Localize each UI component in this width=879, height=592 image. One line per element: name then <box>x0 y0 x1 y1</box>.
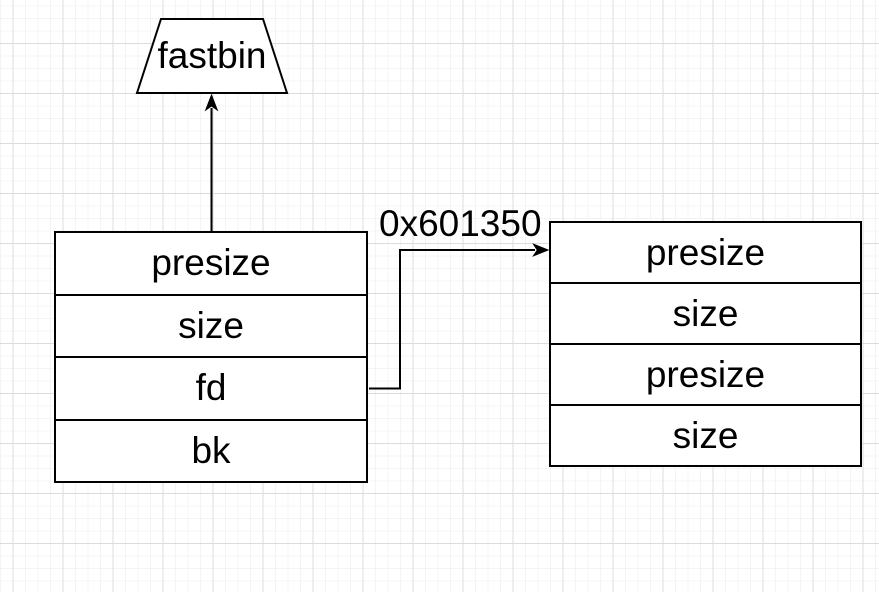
fastbin-label: fastbin <box>157 35 267 76</box>
chunk-row-bk[interactable]: bk <box>56 418 366 482</box>
chunk-row-label: presize <box>645 231 766 273</box>
pointer-address-label[interactable]: 0x601350 <box>379 203 542 244</box>
chunk-row-label: size <box>672 414 739 456</box>
fd-pointer-edge[interactable] <box>369 243 550 390</box>
chunk-row-label: size <box>672 292 739 334</box>
chunk-row-presize[interactable]: presize <box>56 233 366 294</box>
chunk-row-fd[interactable]: fd <box>56 356 366 419</box>
chunk-row-size[interactable]: size <box>551 282 860 343</box>
fd-pointer-edge-arrowhead-icon <box>532 243 550 257</box>
left-chunk-node[interactable]: presize size fd bk <box>54 231 368 483</box>
chunk-row-label: presize <box>151 242 271 284</box>
chunk-row-presize[interactable]: presize <box>551 343 860 404</box>
chunk-row-label: presize <box>645 353 766 395</box>
chunk-row-label: bk <box>191 429 231 471</box>
edge-to-fastbin[interactable] <box>204 93 219 231</box>
chunk-row-label: fd <box>195 367 227 409</box>
chunk-row-label: size <box>178 304 244 346</box>
fd-pointer-edge-line[interactable] <box>369 249 535 390</box>
chunk-row-presize[interactable]: presize <box>551 223 860 282</box>
right-chunk-node[interactable]: presize size presize size <box>549 221 862 467</box>
chunk-row-size[interactable]: size <box>56 293 366 357</box>
edge-to-fastbin-arrowhead-icon <box>204 93 219 112</box>
chunk-row-size[interactable]: size <box>551 404 860 465</box>
